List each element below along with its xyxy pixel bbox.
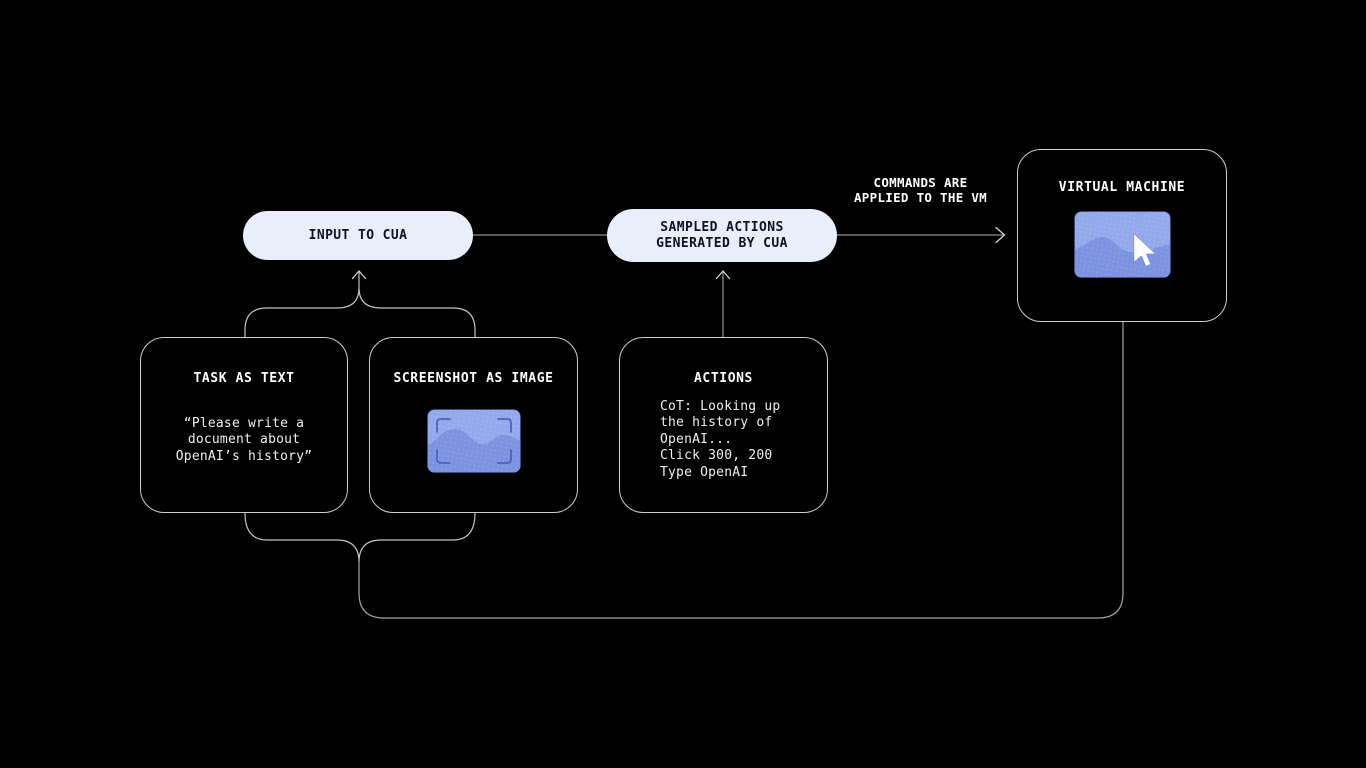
node-input-to-cua: INPUT TO CUA (243, 211, 473, 260)
brace-lower (244, 512, 476, 563)
brace-upper (244, 287, 476, 338)
vm-screen-cursor-icon (1073, 211, 1171, 278)
task-body-text: “Please write a document about OpenAI’s … (175, 416, 313, 464)
input-pill-label: INPUT TO CUA (308, 227, 408, 243)
task-title: TASK AS TEXT (193, 371, 295, 386)
arrowhead-up-icon (351, 270, 367, 280)
screenshot-viewfinder-icon (426, 409, 521, 473)
arrowhead-right-icon (995, 226, 1006, 244)
node-screenshot-as-image: SCREENSHOT AS IMAGE (369, 337, 578, 513)
node-virtual-machine: VIRTUAL MACHINE (1017, 149, 1227, 322)
node-actions: ACTIONS CoT: Looking up the history of O… (619, 337, 828, 513)
actions-body-text: CoT: Looking up the history of OpenAI...… (660, 399, 781, 480)
node-sampled-actions: SAMPLED ACTIONS GENERATED BY CUA (607, 209, 837, 262)
node-task-as-text: TASK AS TEXT “Please write a document ab… (140, 337, 348, 513)
sampled-pill-label: SAMPLED ACTIONS GENERATED BY CUA (656, 220, 788, 251)
commands-applied-label: COMMANDS ARE APPLIED TO THE VM (853, 175, 988, 205)
vm-title: VIRTUAL MACHINE (1058, 180, 1186, 195)
arrowhead-up-icon (715, 270, 731, 280)
screenshot-title: SCREENSHOT AS IMAGE (393, 371, 554, 386)
actions-title: ACTIONS (694, 371, 753, 386)
edge-feedback-loop (358, 322, 1124, 619)
